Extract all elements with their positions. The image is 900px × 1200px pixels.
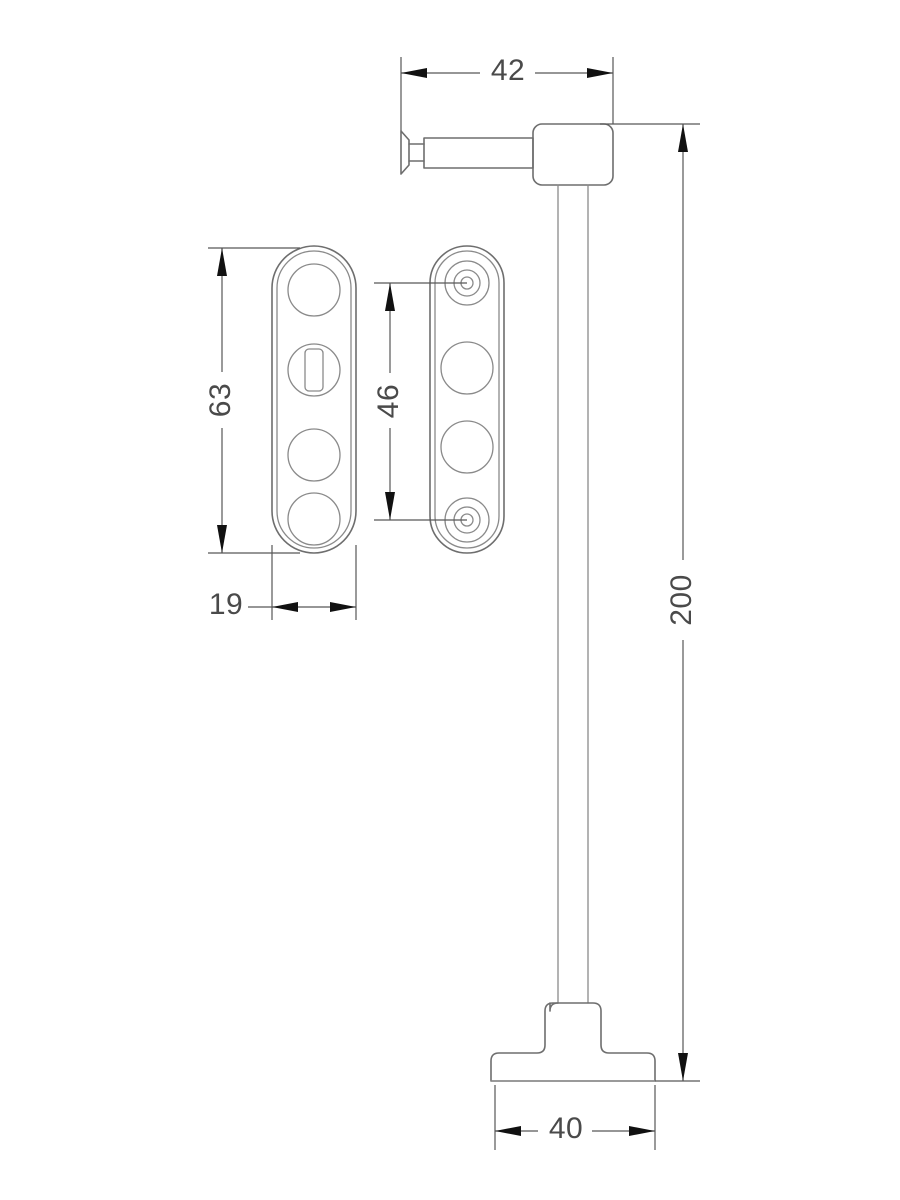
dim-42-arrow-left bbox=[401, 68, 427, 78]
escutcheon-plate-side-view bbox=[429, 245, 505, 554]
dimension-handle-length: 42 bbox=[400, 54, 614, 131]
stem-base-assembly bbox=[490, 1002, 656, 1082]
dim-40-arrow-left bbox=[495, 1126, 521, 1136]
dim-40-arrow-right bbox=[629, 1126, 655, 1136]
dimension-plate-height: 63 bbox=[204, 247, 300, 554]
lever-grip-body bbox=[532, 123, 614, 186]
dim-19-label: 19 bbox=[209, 588, 243, 621]
escutcheon-plate-front-view bbox=[271, 245, 357, 554]
dim-40-label: 40 bbox=[549, 1112, 583, 1145]
dim-63-arrow-top bbox=[217, 248, 227, 276]
lever-shaft bbox=[423, 137, 534, 169]
dimension-base-width: 40 bbox=[494, 1085, 656, 1150]
dimension-overall-height: 200 bbox=[600, 123, 700, 1082]
left-plate-circle-mid bbox=[287, 428, 341, 482]
right-plate-circle-upper bbox=[440, 341, 494, 395]
tip-neck bbox=[408, 143, 425, 162]
handle-lever-view bbox=[400, 123, 614, 1004]
dim-46-label: 46 bbox=[372, 384, 405, 418]
left-plate-circle-bottom bbox=[287, 492, 341, 546]
dim-200-label: 200 bbox=[665, 574, 698, 626]
dim-46-arrow-top bbox=[385, 283, 395, 311]
left-plate-outer-outline bbox=[271, 245, 357, 554]
dim-19-arrow-left bbox=[272, 602, 298, 612]
right-plate-inner-outline bbox=[434, 250, 500, 549]
dim-42-label: 42 bbox=[491, 54, 525, 87]
dim-200-arrow-top bbox=[678, 124, 688, 152]
base-plate-outline bbox=[490, 1002, 656, 1082]
stem-rod bbox=[557, 184, 589, 1004]
left-plate-inner-outline bbox=[276, 250, 352, 549]
dim-46-arrow-bottom bbox=[385, 492, 395, 520]
dim-19-arrow-right bbox=[330, 602, 356, 612]
neck-collar bbox=[549, 1002, 559, 1012]
dim-63-label: 63 bbox=[204, 383, 237, 417]
tip-cap-icon bbox=[400, 130, 410, 175]
left-plate-circle-top bbox=[287, 263, 341, 317]
dim-200-arrow-bottom bbox=[678, 1053, 688, 1081]
dim-42-arrow-right bbox=[587, 68, 613, 78]
left-plate-keyhole-slot bbox=[304, 348, 324, 392]
right-plate-circle-lower bbox=[440, 420, 494, 474]
dimension-plate-width: 19 bbox=[209, 545, 357, 621]
dimension-screw-hole-spacing: 46 bbox=[372, 282, 467, 521]
left-plate-keyhole-circle bbox=[287, 343, 341, 397]
dim-63-arrow-bottom bbox=[217, 525, 227, 553]
right-plate-outer-outline bbox=[429, 245, 505, 554]
